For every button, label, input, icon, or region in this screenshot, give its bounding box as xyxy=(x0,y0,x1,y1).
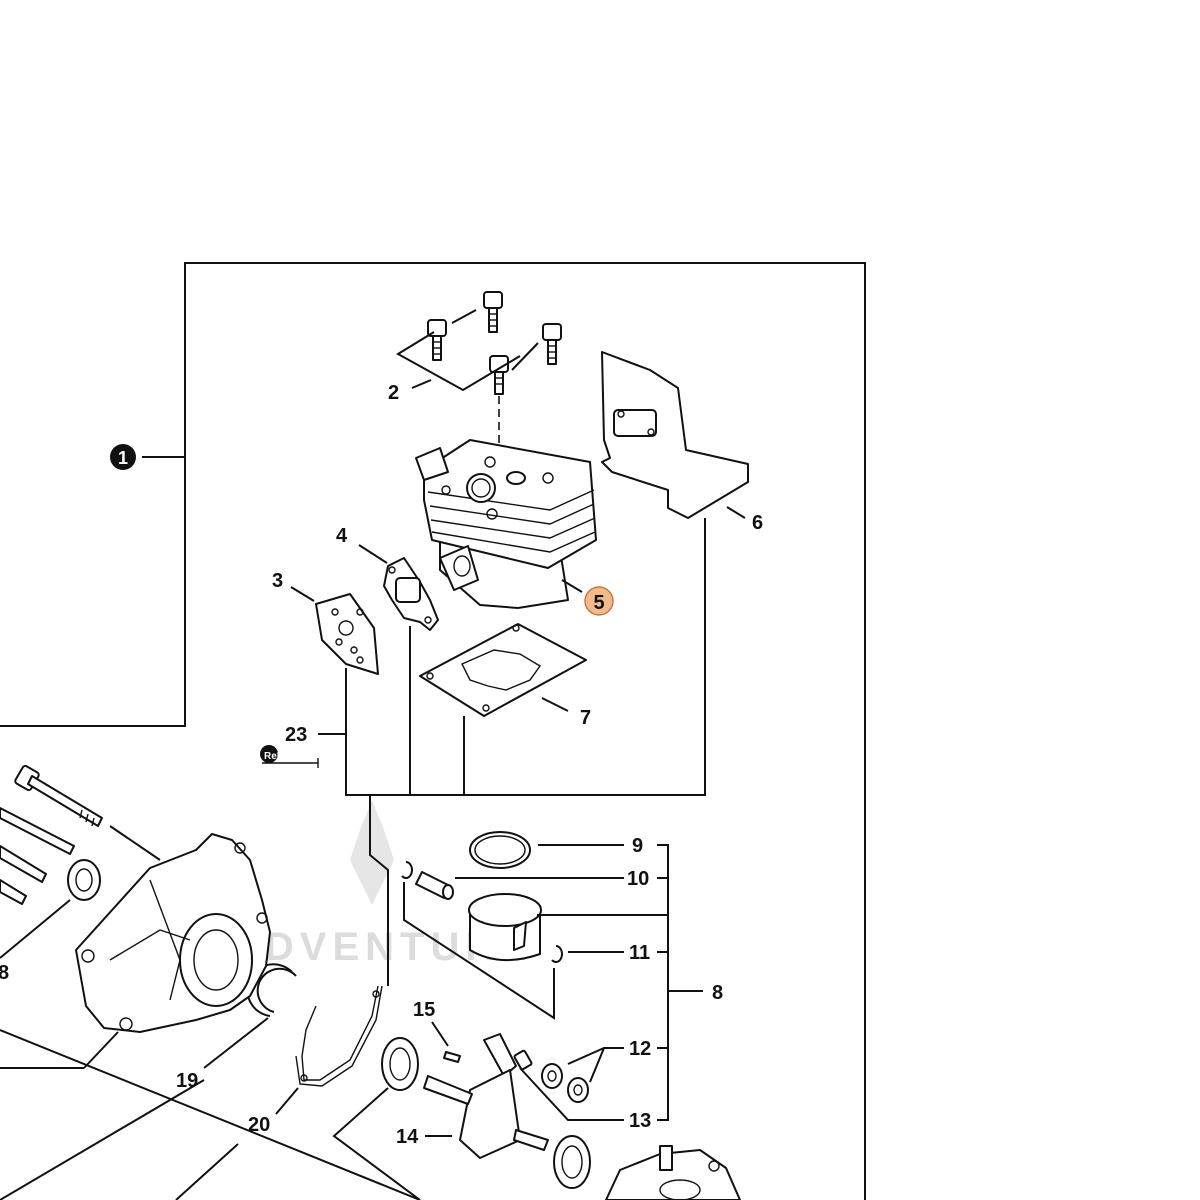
callout-labels: 2 3 4 6 7 23 9 10 11 8 12 13 15 14 19 20… xyxy=(0,382,763,1148)
callout-6[interactable]: 6 xyxy=(752,512,763,534)
bolts-left[interactable] xyxy=(0,764,103,905)
screw-icon xyxy=(542,323,562,365)
gasket-part-20[interactable] xyxy=(275,795,389,1115)
bottom-leader-lines xyxy=(0,1029,421,1200)
bearing-icon[interactable] xyxy=(332,1037,591,1200)
gasket-part-4[interactable] xyxy=(358,544,439,631)
callout-4[interactable]: 4 xyxy=(336,525,348,547)
callout-8[interactable]: 8 xyxy=(712,982,723,1004)
callout-15[interactable]: 15 xyxy=(413,999,435,1021)
gasket-part-7[interactable] xyxy=(419,623,587,717)
housing-fragment xyxy=(605,1145,741,1200)
callout-2[interactable]: 2 xyxy=(388,382,399,404)
sub-bracket xyxy=(318,506,746,796)
piston-pin-part-10[interactable] xyxy=(415,871,624,900)
callout-10[interactable]: 10 xyxy=(627,868,649,890)
highlight-marker xyxy=(584,586,614,616)
repower-logo-text: RePower xyxy=(264,751,307,762)
callout-19[interactable]: 19 xyxy=(176,1070,198,1092)
callout-3[interactable]: 3 xyxy=(272,570,283,592)
callout-1[interactable]: 1 xyxy=(110,444,136,470)
callout-23[interactable]: 23 xyxy=(285,724,307,746)
piston-icon[interactable] xyxy=(468,893,542,962)
callout-20[interactable]: 20 xyxy=(248,1114,270,1136)
crankshaft-part-14[interactable] xyxy=(423,1033,549,1159)
oil-seal-icon[interactable] xyxy=(0,859,101,959)
svg-text:1: 1 xyxy=(118,448,128,468)
circlip-icon xyxy=(401,861,563,963)
screw-icon xyxy=(489,355,509,395)
heat-shield-part-6[interactable] xyxy=(601,351,749,519)
cylinder-part-5[interactable] xyxy=(415,439,597,609)
callout-7[interactable]: 7 xyxy=(580,707,591,729)
callout-11[interactable]: 11 xyxy=(629,942,650,964)
callout-13[interactable]: 13 xyxy=(629,1110,651,1132)
callout-5[interactable]: 5 xyxy=(584,586,614,616)
callout-12[interactable]: 12 xyxy=(629,1038,651,1060)
crankcase[interactable] xyxy=(75,833,271,1069)
needle-bearing-part-12[interactable] xyxy=(513,1047,624,1121)
key-part-15[interactable] xyxy=(431,1021,461,1063)
screw-icon xyxy=(483,291,503,333)
callout-14[interactable]: 14 xyxy=(396,1126,419,1148)
screw-icon xyxy=(427,319,447,361)
callout-8-left[interactable]: 8 xyxy=(0,962,9,984)
callout-9[interactable]: 9 xyxy=(632,835,643,857)
piston-ring-part-9[interactable] xyxy=(469,831,624,869)
repower-logo-part-23[interactable]: RePower xyxy=(260,745,319,768)
screws-part-2[interactable] xyxy=(396,291,562,475)
assembly-1-frame xyxy=(0,262,866,1200)
gasket-part-3[interactable] xyxy=(290,586,379,675)
svg-text:5: 5 xyxy=(593,592,604,614)
piston-group-bracket xyxy=(403,844,703,1121)
